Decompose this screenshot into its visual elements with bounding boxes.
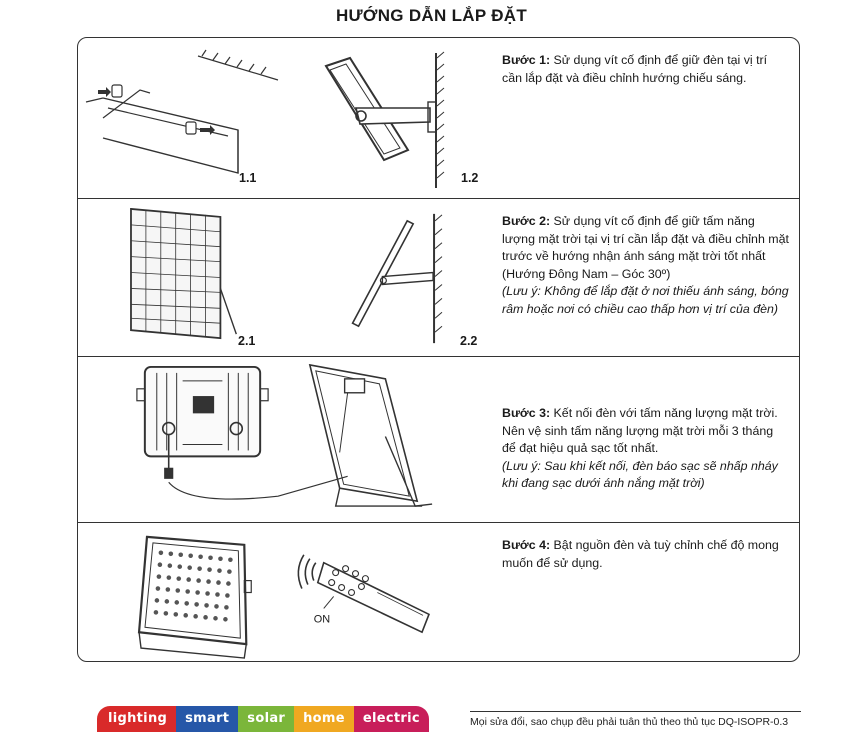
- figure-label: 1.1: [239, 171, 257, 185]
- brand-word: smart: [176, 706, 239, 732]
- step-description: Kết nối đèn với tấm năng lượng mặt trời.…: [502, 406, 778, 456]
- step-1-text: Bước 1: Sử dụng vít cố định để giữ đèn t…: [502, 52, 790, 87]
- step-2-text: Bước 2: Sử dụng vít cố định để giữ tấm n…: [502, 213, 790, 319]
- step-4-illustration: ON: [137, 535, 430, 659]
- step-note: (Lưu ý: Không để lắp đặt ở nơi thiếu ánh…: [502, 284, 789, 316]
- solar-panel-stand-icon: [308, 363, 433, 507]
- brand-word: solar: [238, 706, 295, 732]
- page-title: HƯỚNG DẪN LẮP ĐẶT: [335, 6, 528, 25]
- remote-on-label: ON: [314, 613, 330, 625]
- brand-word: home: [294, 706, 354, 732]
- step-description: Sử dụng vít cố định để giữ đèn tại vị tr…: [502, 53, 768, 85]
- step-note: (Lưu ý: Sau khi kết nối, đèn báo sạc sẽ …: [502, 458, 778, 491]
- step-label: Bước 2:: [502, 214, 551, 228]
- step-3-text: Bước 3: Kết nối đèn với tấm năng lượng m…: [502, 405, 790, 493]
- brand-word: lighting: [97, 706, 177, 732]
- step-label: Bước 1:: [502, 53, 551, 67]
- step-2-row: 2.1 2.2 Bước 2: Sử dụng vít cố định để g…: [78, 198, 799, 356]
- step-label: Bước 4:: [502, 538, 551, 552]
- solar-panel-icon: [130, 207, 237, 340]
- step-description: Bật nguồn đèn và tuỳ chỉnh chế độ mong m…: [502, 538, 779, 570]
- brand-word: electric: [353, 706, 429, 732]
- figure-label: 2.1: [238, 334, 256, 348]
- step-2-illustration: [130, 207, 443, 344]
- brand-bar: lighting smart solar home electric: [97, 706, 429, 732]
- step-4-text: Bước 4: Bật nguồn đèn và tuỳ chỉnh chế đ…: [502, 537, 790, 572]
- step-1-illustration: [85, 49, 445, 188]
- remote-control-icon: [316, 561, 430, 634]
- floodlight-back-icon: [136, 365, 348, 500]
- screw-icon: [111, 84, 197, 135]
- step-1-row: 1.1 1.2 Bước 1: Sử dụng vít cố định để g…: [78, 38, 799, 198]
- floodlight-front-icon: [137, 535, 252, 659]
- step-3-illustration: [136, 363, 433, 507]
- footer-notice: Mọi sửa đổi, sao chụp đều phải tuân thủ …: [470, 716, 789, 728]
- step-label: Bước 3:: [502, 406, 551, 420]
- signal-waves-icon: [297, 554, 317, 589]
- step-4-row: ON Bước 4: Bật nguồn đèn và tuỳ chỉnh ch…: [78, 522, 799, 661]
- footer-divider: [470, 711, 801, 712]
- step-description: Sử dụng vít cố định để giữ tấm năng lượn…: [502, 214, 789, 281]
- instructions-frame: 1.1 1.2 Bước 1: Sử dụng vít cố định để g…: [77, 37, 800, 662]
- figure-label: 2.2: [460, 334, 478, 348]
- step-3-row: Bước 3: Kết nối đèn với tấm năng lượng m…: [78, 356, 799, 522]
- figure-label: 1.2: [461, 171, 479, 185]
